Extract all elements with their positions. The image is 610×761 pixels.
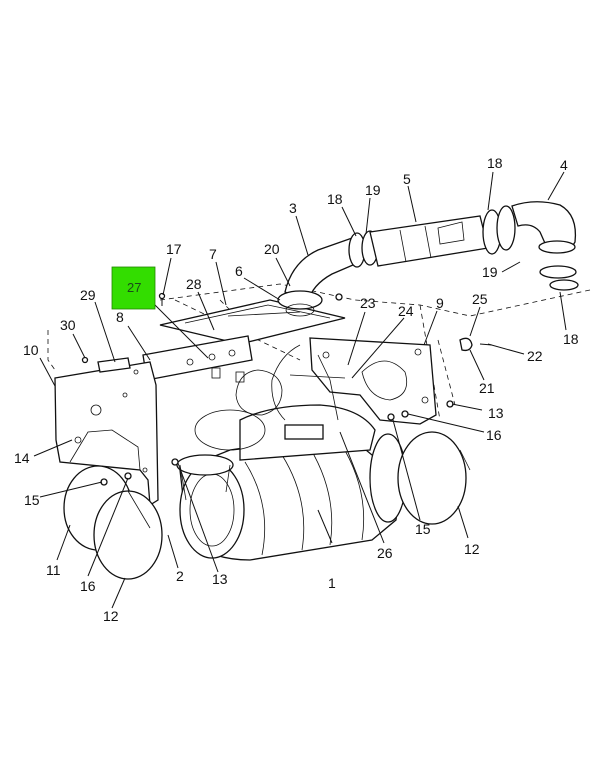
callout-30[interactable]: 30 bbox=[60, 317, 76, 333]
callout-11[interactable]: 11 bbox=[46, 562, 61, 578]
callout-2[interactable]: 2 bbox=[176, 568, 184, 584]
callout-29[interactable]: 29 bbox=[80, 287, 96, 303]
callout-labels: 1 2 3 4 5 6 7 8 9 10 11 12 12 13 13 14 1… bbox=[14, 155, 579, 624]
callout-21[interactable]: 21 bbox=[479, 380, 495, 396]
callout-18c[interactable]: 18 bbox=[563, 331, 579, 347]
callout-20[interactable]: 20 bbox=[264, 241, 280, 257]
callout-9[interactable]: 9 bbox=[436, 295, 444, 311]
callout-7[interactable]: 7 bbox=[209, 246, 217, 262]
leader-lines bbox=[33, 171, 567, 609]
highlight-box[interactable] bbox=[111, 266, 156, 310]
callout-26[interactable]: 26 bbox=[377, 545, 393, 561]
callout-19b[interactable]: 19 bbox=[482, 264, 498, 280]
callout-1[interactable]: 1 bbox=[328, 575, 336, 591]
callout-14[interactable]: 14 bbox=[14, 450, 30, 466]
callout-18b[interactable]: 18 bbox=[487, 155, 503, 171]
callout-15a[interactable]: 15 bbox=[24, 492, 40, 508]
callout-12a[interactable]: 12 bbox=[103, 608, 119, 624]
callout-10[interactable]: 10 bbox=[23, 342, 39, 358]
callout-3[interactable]: 3 bbox=[289, 200, 297, 216]
callout-13a[interactable]: 13 bbox=[212, 571, 228, 587]
callout-15b[interactable]: 15 bbox=[415, 521, 431, 537]
callout-5[interactable]: 5 bbox=[403, 171, 411, 187]
callout-28[interactable]: 28 bbox=[186, 276, 202, 292]
callout-8[interactable]: 8 bbox=[116, 309, 124, 325]
callout-13b[interactable]: 13 bbox=[488, 405, 504, 421]
callout-6[interactable]: 6 bbox=[235, 263, 243, 279]
callout-22[interactable]: 22 bbox=[527, 348, 543, 364]
line-art bbox=[47, 201, 591, 580]
callout-12b[interactable]: 12 bbox=[464, 541, 480, 557]
callout-24[interactable]: 24 bbox=[398, 303, 414, 319]
callout-17[interactable]: 17 bbox=[166, 241, 182, 257]
callout-16b[interactable]: 16 bbox=[486, 427, 502, 443]
callout-23[interactable]: 23 bbox=[360, 295, 376, 311]
callout-19a[interactable]: 19 bbox=[365, 182, 381, 198]
callout-18a[interactable]: 18 bbox=[327, 191, 343, 207]
callout-4[interactable]: 4 bbox=[560, 157, 568, 173]
callout-25[interactable]: 25 bbox=[472, 291, 488, 307]
highlight-label: 27 bbox=[127, 280, 141, 295]
callout-16a[interactable]: 16 bbox=[80, 578, 96, 594]
